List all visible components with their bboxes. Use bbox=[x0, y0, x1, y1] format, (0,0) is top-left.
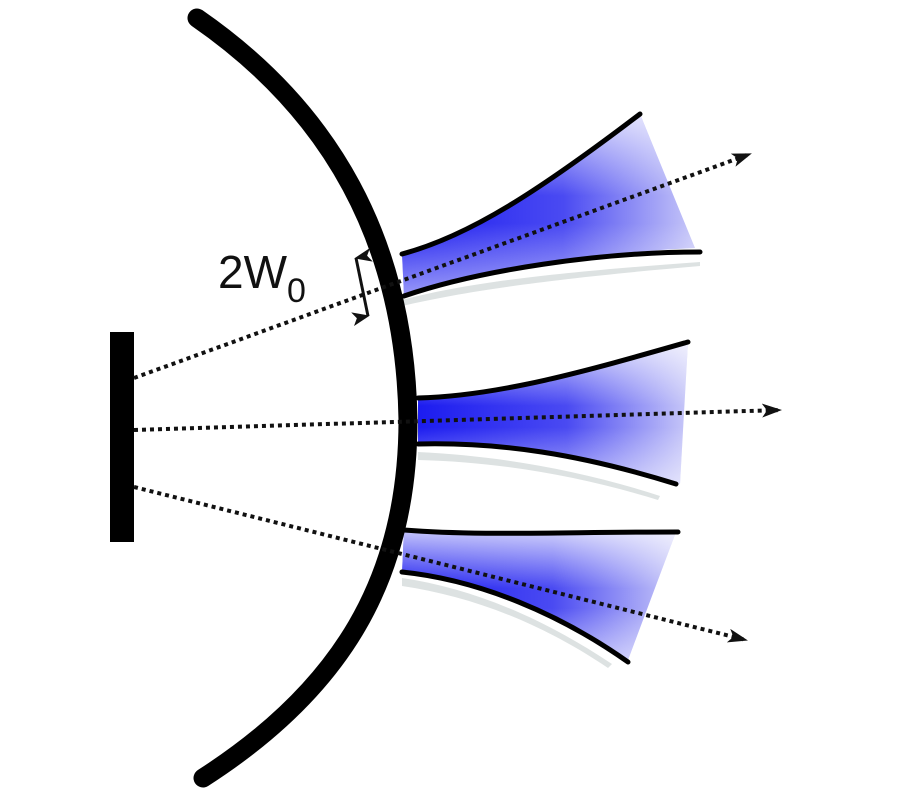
ray-top bbox=[133, 152, 752, 380]
rays bbox=[133, 152, 782, 643]
beam-shadows bbox=[402, 262, 700, 668]
beam-top bbox=[399, 111, 703, 299]
curved-mirror bbox=[187, 8, 418, 788]
ray-bottom bbox=[133, 485, 748, 643]
beam-middle bbox=[415, 339, 691, 487]
waist-marker-arrow bbox=[351, 247, 373, 327]
beam-bottom bbox=[399, 527, 681, 665]
waist-label: 2W0 bbox=[218, 246, 306, 310]
emitter-bar bbox=[110, 332, 134, 542]
waist-label-subscript: 0 bbox=[287, 272, 306, 310]
ray-middle bbox=[133, 403, 782, 432]
waist-label-main: 2W bbox=[218, 246, 288, 298]
